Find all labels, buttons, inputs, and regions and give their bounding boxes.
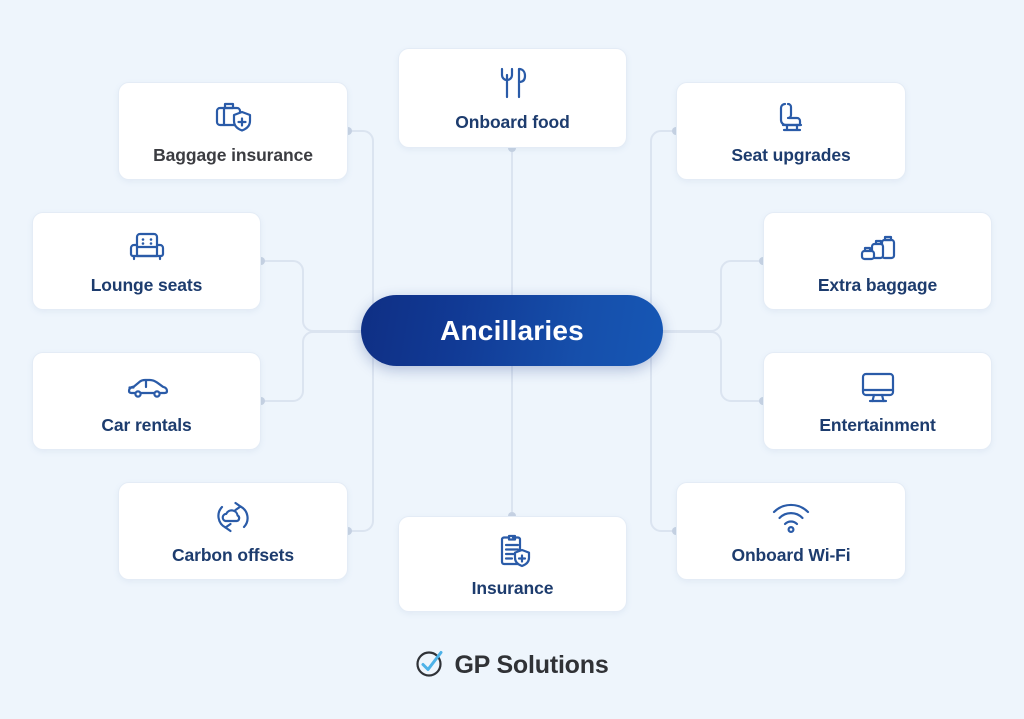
card-label-onboard-wifi: Onboard Wi-Fi	[731, 544, 851, 565]
card-onboard-food[interactable]: Onboard food	[398, 48, 627, 148]
footer-brand: GP Solutions	[0, 648, 1024, 683]
connector-onboard-wifi	[640, 331, 677, 532]
card-lounge-seats[interactable]: Lounge seats	[32, 212, 261, 310]
card-car-rentals[interactable]: Car rentals	[32, 352, 261, 450]
connector-car-rentals	[260, 331, 366, 402]
connector-entertainment	[658, 331, 764, 402]
card-label-seat-upgrades: Seat upgrades	[731, 144, 851, 165]
clipboard-shield-icon	[493, 528, 533, 572]
airplane-seat-icon	[771, 95, 811, 139]
card-label-extra-baggage: Extra baggage	[817, 274, 938, 295]
card-onboard-wifi[interactable]: Onboard Wi-Fi	[676, 482, 906, 580]
armchair-icon	[126, 225, 168, 269]
center-node-label: Ancillaries	[440, 314, 584, 346]
card-label-carbon-offsets: Carbon offsets	[171, 544, 295, 565]
card-insurance[interactable]: Insurance	[398, 516, 627, 612]
fork-knife-icon	[494, 62, 532, 106]
card-carbon-offsets[interactable]: Carbon offsets	[118, 482, 348, 580]
footer-brand-text: GP Solutions	[454, 651, 609, 679]
monitor-icon	[857, 365, 899, 409]
card-entertainment[interactable]: Entertainment	[763, 352, 992, 450]
cloud-recycle-icon	[212, 495, 254, 539]
check-circle-icon	[415, 648, 445, 683]
car-icon	[124, 365, 170, 409]
card-label-car-rentals: Car rentals	[101, 414, 192, 435]
card-extra-baggage[interactable]: Extra baggage	[763, 212, 992, 310]
connector-carbon-offsets	[347, 331, 384, 532]
card-label-entertainment: Entertainment	[819, 414, 936, 435]
card-label-lounge-seats: Lounge seats	[90, 274, 203, 295]
luggage-set-icon	[857, 225, 899, 269]
card-label-onboard-food: Onboard food	[455, 111, 570, 132]
card-label-insurance: Insurance	[471, 577, 554, 598]
connector-extra-baggage	[658, 260, 764, 332]
card-seat-upgrades[interactable]: Seat upgrades	[676, 82, 906, 180]
suitcase-shield-icon	[212, 95, 254, 139]
connector-lounge-seats	[260, 260, 366, 332]
wifi-icon	[769, 495, 813, 539]
card-label-baggage-insurance: Baggage insurance	[153, 144, 313, 165]
center-node-ancillaries[interactable]: Ancillaries	[361, 295, 663, 366]
card-baggage-insurance[interactable]: Baggage insurance	[118, 82, 348, 180]
